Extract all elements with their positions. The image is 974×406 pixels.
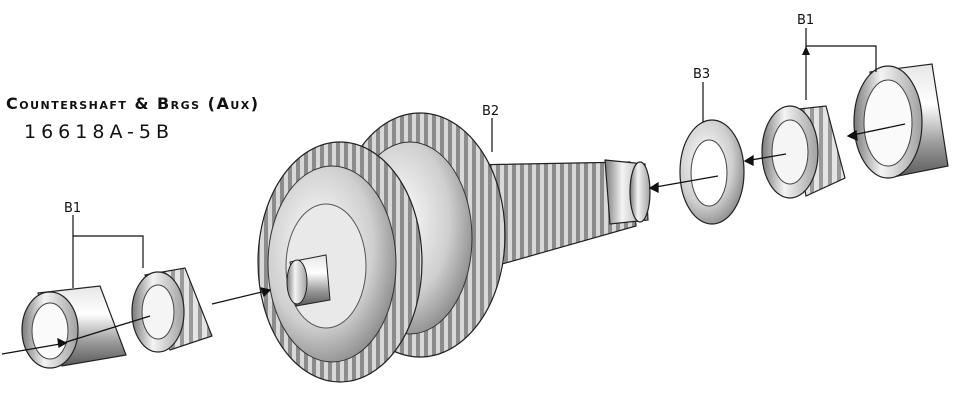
right-bearing-cone	[761, 105, 846, 199]
callout-b2-shaft: B2	[482, 104, 499, 119]
callout-b1-left: B1	[64, 201, 81, 216]
right-bearing-cup	[853, 63, 949, 179]
thrust-washer	[679, 119, 745, 225]
assembly-arrows	[1, 123, 906, 355]
countershaft-splined-body	[469, 159, 651, 269]
left-bearing-cup	[21, 285, 127, 369]
callout-b1-right: B1	[797, 13, 814, 28]
left-bearing-cone	[131, 267, 213, 353]
front-gear	[257, 141, 423, 383]
part-number: 16618A-5B	[24, 121, 175, 143]
diagram-title: Countershaft & Brgs (Aux)	[6, 94, 260, 113]
callout-leaders	[72, 28, 877, 288]
callout-b3-washer: B3	[693, 67, 710, 82]
